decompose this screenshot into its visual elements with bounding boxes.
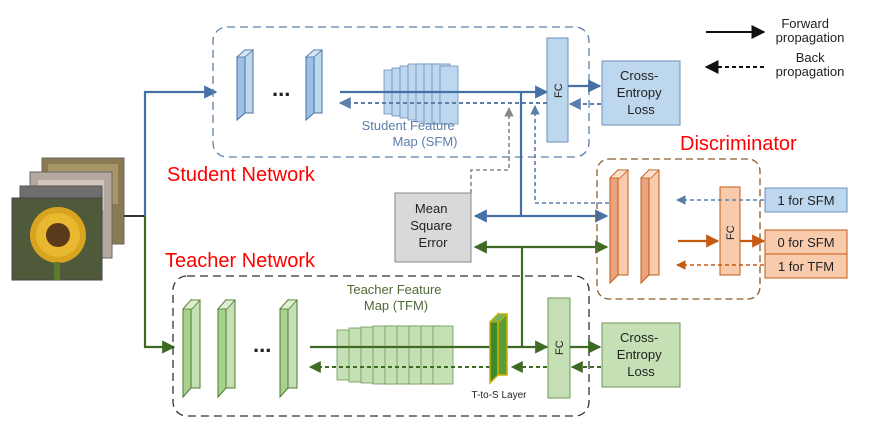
student-ellipsis: ... <box>272 76 290 101</box>
discriminator-title: Discriminator <box>680 133 797 155</box>
sunflower-image <box>30 207 86 280</box>
legend: Forward propagation Back propagation <box>704 16 845 79</box>
teacher-loss-label: Cross- Entropy Loss <box>617 330 665 379</box>
student-feature-map-stack <box>383 63 459 125</box>
mse-box <box>394 192 472 263</box>
input-flow-arrows <box>124 85 218 354</box>
student-feature-map-label: Student Feature Map (SFM) <box>362 118 459 149</box>
student-network-title: Student Network <box>167 164 316 186</box>
teacher-feature-map-stack <box>336 325 454 385</box>
student-conv-layers <box>235 48 324 122</box>
legend-back-label: Back propagation <box>776 50 845 79</box>
teacher-conv-layers <box>182 298 298 399</box>
teacher-ellipsis: ... <box>253 332 271 357</box>
discriminator-layers <box>609 168 660 285</box>
label-1-for-tfm: 1 for TFM <box>778 259 834 274</box>
discriminator-fc-label: FC <box>725 225 737 240</box>
disc-to-student-back-arrow <box>530 105 609 204</box>
label-0-for-sfm: 0 for SFM <box>777 235 834 250</box>
teacher-feature-map-label: Teacher Feature Map (TFM) <box>347 282 445 313</box>
label-1-for-sfm-box <box>764 187 848 213</box>
t-to-s-layer <box>488 312 509 385</box>
student-fc-label: FC <box>553 83 565 98</box>
student-loss-label: Cross- Entropy Loss <box>617 68 665 117</box>
label-1-for-sfm: 1 for SFM <box>777 193 834 208</box>
student-loss-box <box>601 60 681 126</box>
student-fc-layer <box>546 37 569 143</box>
legend-forward-label: Forward propagation <box>776 16 845 45</box>
mse-backprop-arrow <box>470 107 514 193</box>
discriminator-box <box>596 158 761 300</box>
teacher-fc-label: FC <box>554 340 566 355</box>
discriminator-fc-layer <box>719 186 741 276</box>
teacher-loss-box <box>601 322 681 388</box>
label-0-for-sfm-box <box>764 229 848 255</box>
input-images <box>11 157 125 281</box>
label-1-for-tfm-box <box>764 253 848 279</box>
teacher-network-title: Teacher Network <box>165 250 316 272</box>
student-feature-to-mse-arrow <box>473 92 523 223</box>
mse-label: Mean Square Error <box>410 201 456 250</box>
t-to-s-label: T-to-S Layer <box>471 390 527 401</box>
